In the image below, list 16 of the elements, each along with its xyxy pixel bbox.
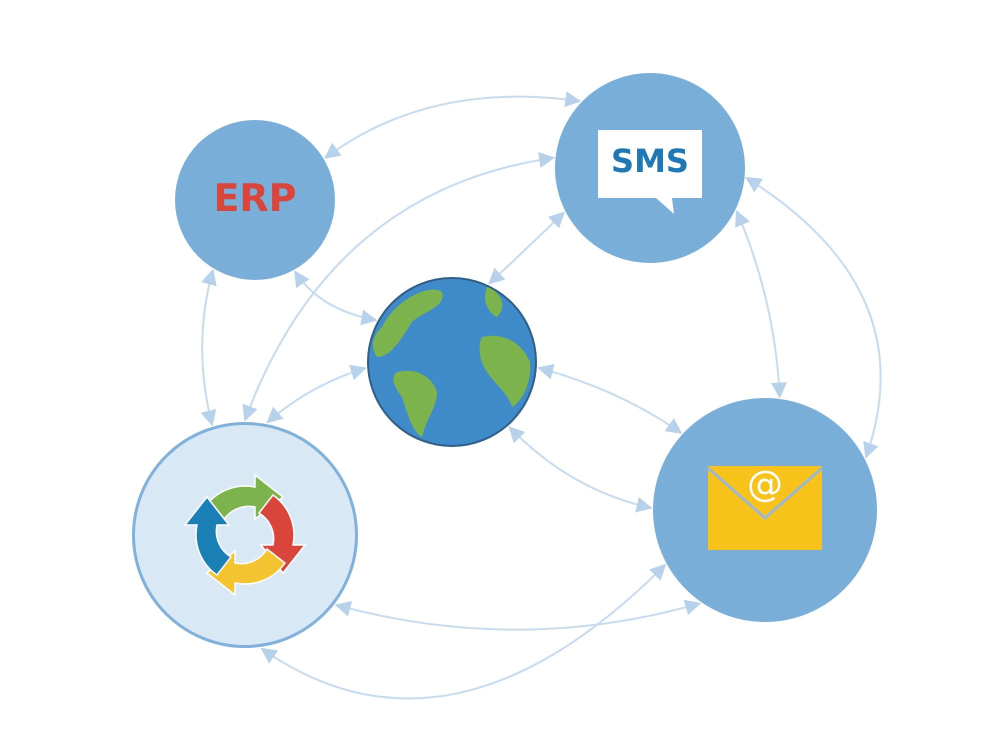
double-arrow [537,364,682,434]
double-arrow [488,211,565,284]
double-arrow [745,176,882,459]
double-arrow [260,564,666,699]
double-arrow [294,270,378,325]
double-arrow [266,365,367,424]
node-label: SMS [610,142,690,180]
double-arrow [734,210,787,399]
double-arrow [243,152,556,422]
double-arrow [334,599,702,631]
double-arrow [201,268,217,426]
node-label: @ [746,464,784,505]
double-arrow [508,426,653,512]
globe-icon [367,277,537,447]
node-label: ERP [212,176,298,220]
double-arrow [324,92,582,159]
